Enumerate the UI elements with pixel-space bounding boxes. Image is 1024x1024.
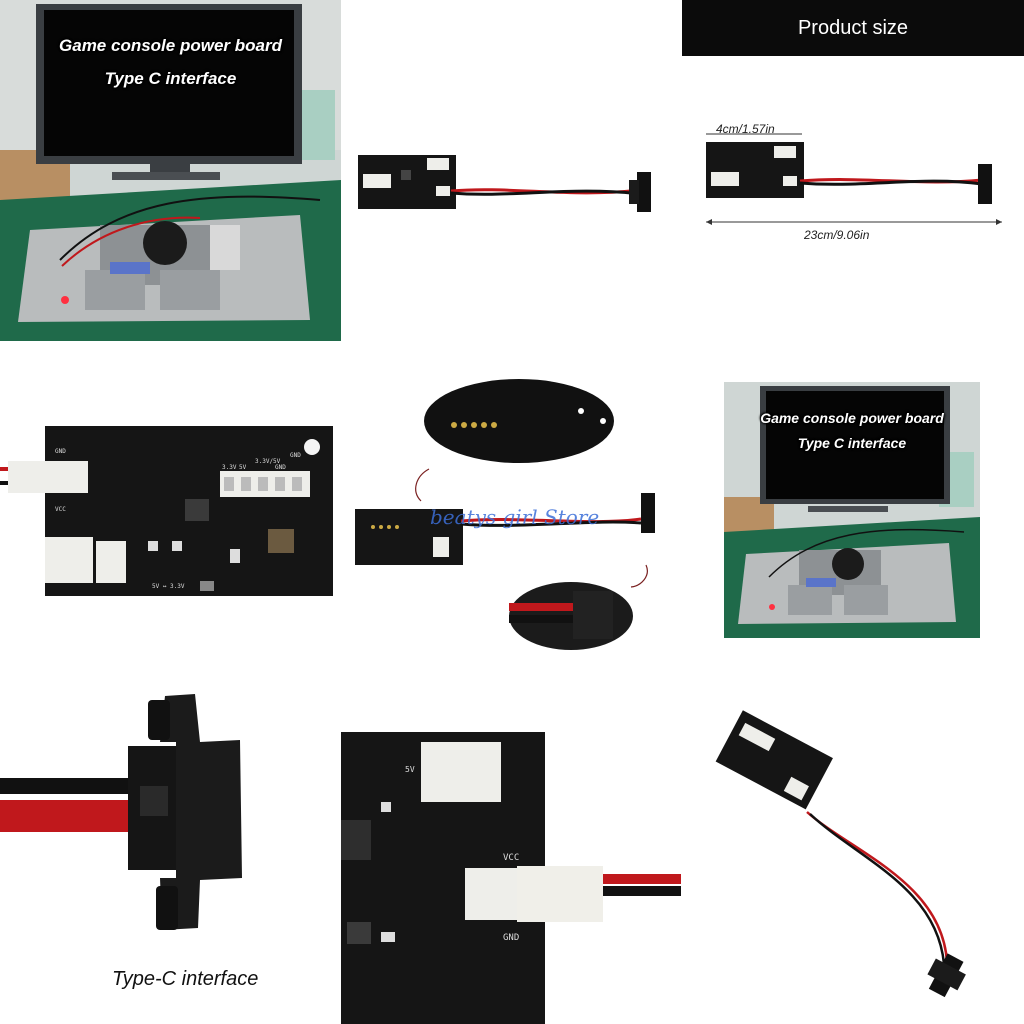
board-closeup-photo: GND VCC 3.3V 5V 3.3V/5V GND GND 5V ↔ 3.3… [0,341,341,682]
board-label-pin-2: 5V [239,464,247,471]
board-label-pin-5: GND [290,452,301,459]
watermark-text: beatys girl Store [430,505,600,529]
length-dimension-label: 23cm/9.06in [804,228,870,242]
width-dimension-label: 4cm/1.57in [716,122,775,136]
board-label-vcc: VCC [55,506,66,513]
photo-title-line2-copy: Type C interface [797,435,907,451]
typec-closeup-photo: Type-C interface [0,682,341,1024]
board-label-pin-4: GND [275,464,286,471]
photo-title-line2: Type C interface [104,69,237,88]
photo-title-line1-copy: Game console power board [760,410,944,426]
typec-caption: Type-C interface [112,968,259,990]
photo-title-line1: Game console power board [59,36,282,55]
console-photo-right: Game console power board Type C interfac… [724,382,980,638]
vcc-connector-closeup-photo: VCC GND 5V [341,682,682,1024]
console-photo-top-left: Game console power board Type C interfac… [0,0,341,341]
board-long-cable-photo [682,682,1024,1024]
closeup-label-vcc: VCC [503,853,519,863]
board-cable-photo [341,0,682,341]
board-label-switch: 5V ↔ 3.3V [152,583,185,590]
closeup-label-5v: 5V [405,765,415,774]
product-size-header: Product size [682,0,1024,56]
board-label-pin-3: 3.3V/5V [255,458,281,465]
board-label-gnd: GND [55,448,66,455]
board-label-pin-1: 3.3V [222,464,237,471]
board-back-zoom-photo [341,341,682,682]
product-size-diagram: 4cm/1.57in 23cm/9.06in [682,56,1024,341]
closeup-label-gnd: GND [503,933,519,943]
